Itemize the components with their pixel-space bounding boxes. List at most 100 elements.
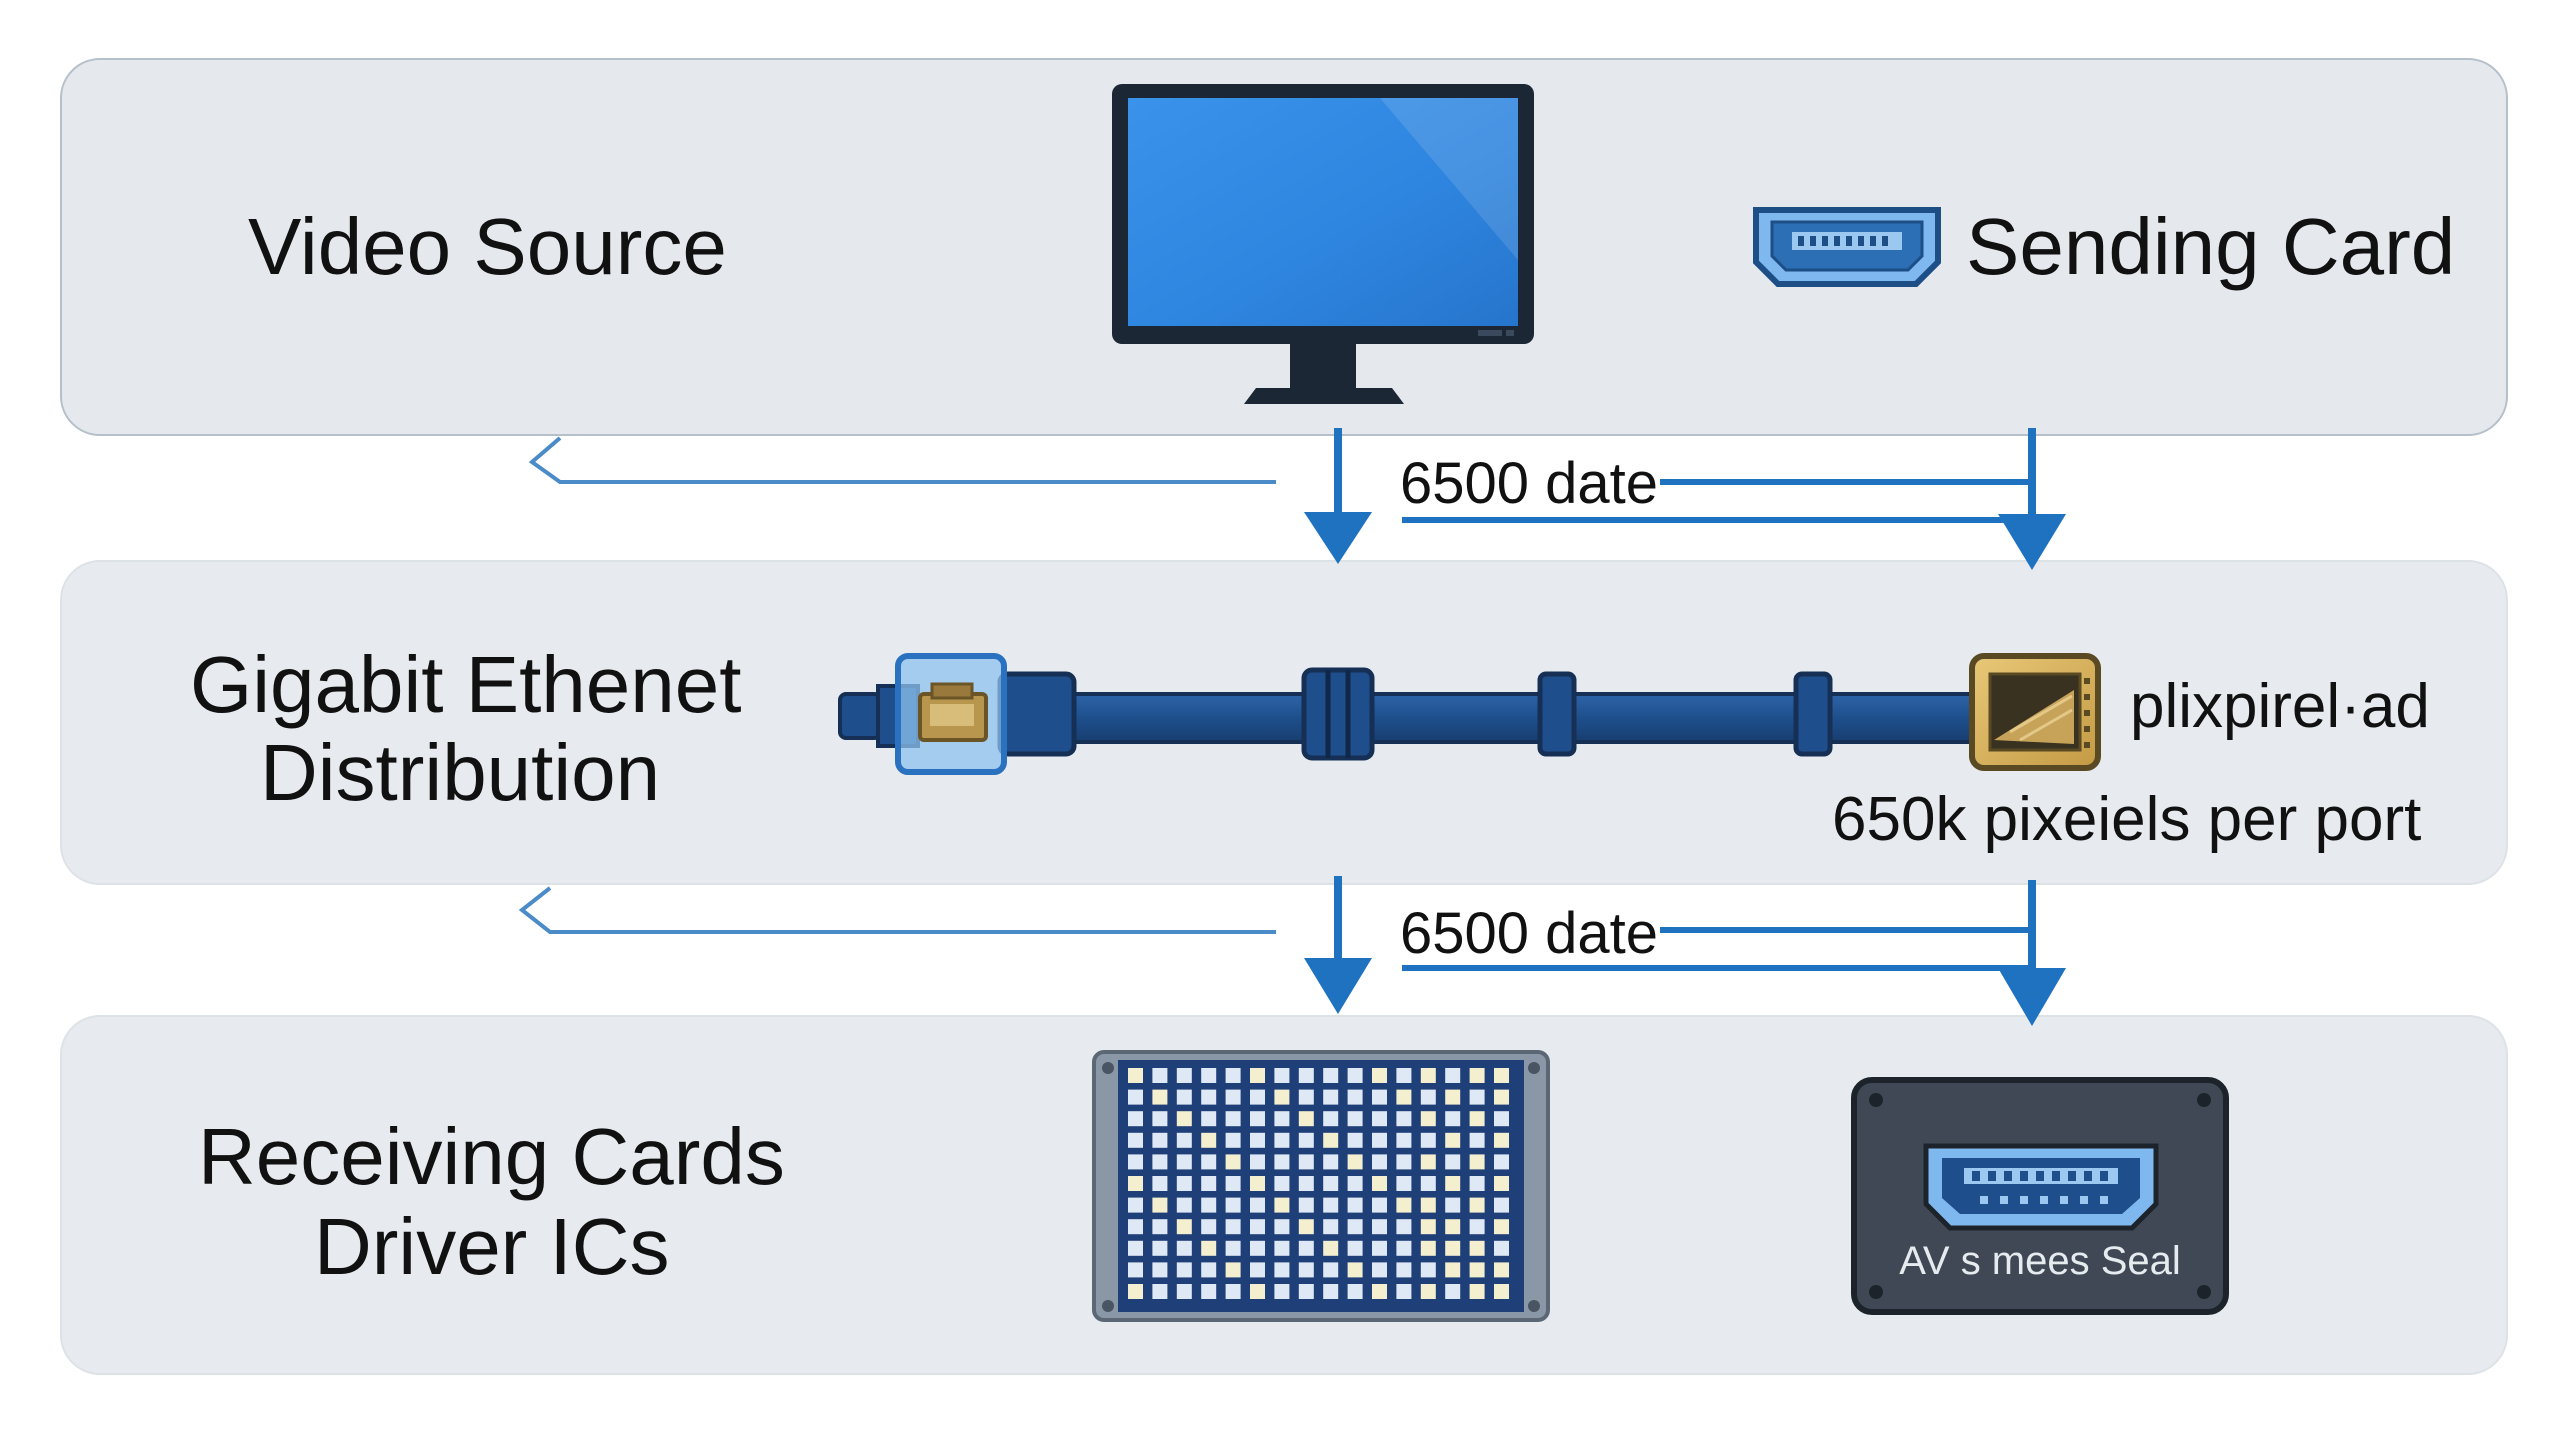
led-pixel (1274, 1219, 1290, 1235)
led-pixel (1152, 1240, 1168, 1256)
led-pixel (1445, 1089, 1461, 1105)
monitor-icon (1112, 84, 1534, 404)
led-pixel (1274, 1240, 1290, 1256)
led-pixel (1298, 1262, 1314, 1278)
led-pixel (1225, 1262, 1241, 1278)
flow-label-upper: 6500 date (1400, 451, 1659, 516)
led-pixel (1201, 1240, 1217, 1256)
led-pixel (1469, 1197, 1485, 1213)
led-pixel (1372, 1219, 1387, 1235)
led-pixel (1152, 1132, 1168, 1148)
led-pixel (1128, 1219, 1143, 1235)
hdmi-port-icon (1753, 207, 1941, 287)
led-pixel (1201, 1262, 1217, 1278)
led-pixel (1298, 1197, 1314, 1213)
led-pixel (1323, 1154, 1339, 1170)
led-pixel (1225, 1068, 1241, 1083)
led-pixel (1250, 1262, 1265, 1278)
led-pixel (1274, 1089, 1290, 1105)
led-pixel (1274, 1284, 1290, 1299)
led-pixel (1469, 1176, 1485, 1191)
led-pixel (1420, 1154, 1436, 1170)
sending-card-label: Sending Card (1966, 202, 2456, 291)
led-pixel (1372, 1154, 1387, 1170)
led-pixel (1225, 1154, 1241, 1170)
led-pixel (1201, 1284, 1217, 1299)
led-pixel (1201, 1197, 1217, 1213)
led-pixel (1420, 1197, 1436, 1213)
led-pixel (1323, 1262, 1339, 1278)
led-pixel (1176, 1154, 1192, 1170)
led-pixel (1298, 1068, 1314, 1083)
led-pixel (1128, 1111, 1143, 1127)
led-pixel (1225, 1111, 1241, 1127)
led-pixel (1152, 1262, 1168, 1278)
led-pixel (1176, 1176, 1192, 1191)
led-pixel (1445, 1068, 1461, 1083)
led-pixel (1372, 1197, 1387, 1213)
led-pixel (1469, 1262, 1485, 1278)
led-pixel (1176, 1111, 1192, 1127)
led-pixel (1494, 1176, 1509, 1191)
led-pixel (1445, 1111, 1461, 1127)
led-pixel (1420, 1132, 1436, 1148)
led-pixel (1420, 1284, 1436, 1299)
led-pixel (1372, 1068, 1387, 1083)
led-pixel (1323, 1240, 1339, 1256)
led-pixel (1420, 1089, 1436, 1105)
hdmi-module-icon (1851, 1077, 2229, 1315)
led-pixel (1445, 1262, 1461, 1278)
led-pixel (1250, 1197, 1265, 1213)
led-pixel (1396, 1111, 1412, 1127)
led-pixel (1372, 1132, 1387, 1148)
led-pixel (1445, 1132, 1461, 1148)
led-pixel (1420, 1068, 1436, 1083)
led-pixel (1176, 1197, 1192, 1213)
distribution-label-line2: Distribution (260, 728, 661, 817)
led-pixel (1445, 1284, 1461, 1299)
led-pixel (1420, 1219, 1436, 1235)
led-pixel (1176, 1284, 1192, 1299)
led-pixel (1152, 1154, 1168, 1170)
led-pixel (1494, 1219, 1509, 1235)
led-pixel (1469, 1132, 1485, 1148)
led-pixel (1298, 1284, 1314, 1299)
distribution-label-line1: Gigabit Ethenet (190, 640, 742, 729)
led-pixel (1128, 1240, 1143, 1256)
flow-connector-upper (528, 428, 2066, 570)
led-pixel (1323, 1176, 1339, 1191)
led-pixel (1176, 1089, 1192, 1105)
led-pixel (1298, 1154, 1314, 1170)
led-pixel (1274, 1176, 1290, 1191)
ethernet-cable-icon (838, 653, 2008, 775)
led-pixel (1323, 1284, 1339, 1299)
led-pixel (1420, 1176, 1436, 1191)
led-pixel (1128, 1089, 1143, 1105)
led-pixel (1396, 1154, 1412, 1170)
led-pixel (1128, 1132, 1143, 1148)
led-pixel (1225, 1240, 1241, 1256)
led-pixel (1347, 1132, 1363, 1148)
led-pixel (1347, 1089, 1363, 1105)
led-pixel (1347, 1262, 1363, 1278)
led-pixel (1250, 1219, 1265, 1235)
led-pixel (1298, 1089, 1314, 1105)
led-pixel (1396, 1197, 1412, 1213)
led-pixel (1250, 1154, 1265, 1170)
led-pixel (1152, 1089, 1168, 1105)
led-pixel (1152, 1111, 1168, 1127)
led-pixel (1225, 1197, 1241, 1213)
led-pixel (1298, 1219, 1314, 1235)
led-pixel (1274, 1262, 1290, 1278)
led-pixel (1176, 1068, 1192, 1083)
led-pixel (1128, 1068, 1143, 1083)
led-pixel (1347, 1197, 1363, 1213)
led-pixel (1323, 1089, 1339, 1105)
led-pixel (1347, 1111, 1363, 1127)
led-pixel (1152, 1219, 1168, 1235)
led-pixel (1298, 1240, 1314, 1256)
led-pixel (1176, 1132, 1192, 1148)
led-pixel (1152, 1284, 1168, 1299)
led-pixel (1494, 1089, 1509, 1105)
